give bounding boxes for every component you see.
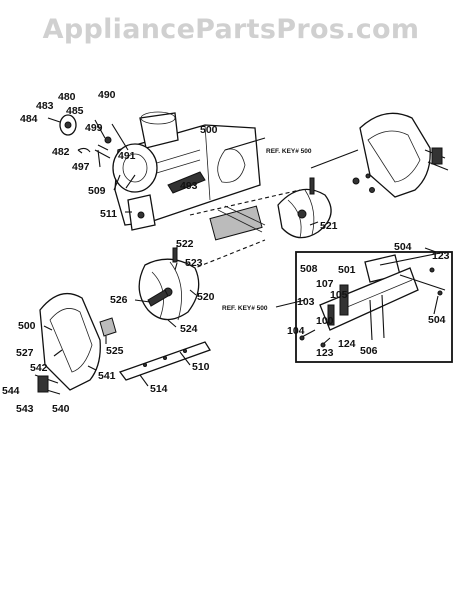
ref-key-label-bottom: REF. KEY# 500: [222, 305, 268, 312]
inset-assembly: [299, 251, 446, 348]
label-524: 524: [180, 323, 198, 335]
label-100: 100: [316, 315, 334, 327]
label-485: 485: [66, 105, 84, 117]
label-500-top: 500: [200, 124, 218, 136]
label-510: 510: [192, 361, 210, 373]
inset-detail-box: [295, 251, 453, 363]
label-107: 107: [316, 278, 334, 290]
leader-lines: [43, 119, 439, 387]
label-123-right: 123: [432, 250, 450, 262]
label-509: 509: [88, 185, 106, 197]
label-493: 493: [180, 180, 198, 192]
label-491: 491: [118, 150, 136, 162]
label-514: 514: [150, 383, 168, 395]
label-544: 544: [2, 385, 20, 397]
label-542: 542: [30, 362, 48, 374]
label-521: 521: [320, 220, 338, 232]
left-auger: [138, 247, 200, 321]
label-520: 520: [197, 291, 215, 303]
label-541: 541: [98, 370, 116, 382]
label-501: 501: [338, 264, 356, 276]
label-104: 104: [287, 325, 305, 337]
label-483: 483: [36, 100, 54, 112]
label-511: 511: [100, 208, 117, 220]
watermark: AppliancePartsPros.com: [42, 14, 420, 45]
right-auger: [277, 177, 332, 239]
label-543: 543: [16, 403, 34, 415]
label-540: 540: [52, 403, 70, 415]
label-526: 526: [110, 294, 128, 306]
discharge-chute: [139, 111, 179, 149]
label-497: 497: [72, 161, 90, 173]
impeller-part: [127, 194, 156, 231]
label-490: 490: [98, 89, 116, 101]
label-508: 508: [300, 263, 318, 275]
label-506: 506: [360, 345, 378, 357]
right-side-panel: [352, 112, 449, 198]
label-480: 480: [58, 91, 76, 103]
left-side-panel: [34, 292, 117, 395]
label-522: 522: [176, 238, 194, 250]
label-105: 105: [330, 289, 348, 301]
label-504-right: 504: [428, 314, 446, 326]
scraper-bar: [118, 341, 211, 381]
part-labels: 480 483 485 484 490 499 482 491 497 509 …: [2, 89, 450, 415]
label-499: 499: [85, 122, 103, 134]
label-484: 484: [20, 113, 38, 125]
ref-key-label-top: REF. KEY# 500: [266, 148, 312, 155]
pulley-assembly: [47, 114, 112, 159]
label-124: 124: [338, 338, 356, 350]
label-103: 103: [297, 296, 315, 308]
gear-housing: [112, 143, 206, 194]
label-482: 482: [52, 146, 70, 158]
label-525: 525: [106, 345, 124, 357]
label-123-bottom: 123: [316, 347, 334, 359]
label-500-left: 500: [18, 320, 36, 332]
label-504-top: 504: [394, 241, 412, 253]
label-527: 527: [16, 347, 34, 359]
label-523: 523: [185, 257, 203, 269]
